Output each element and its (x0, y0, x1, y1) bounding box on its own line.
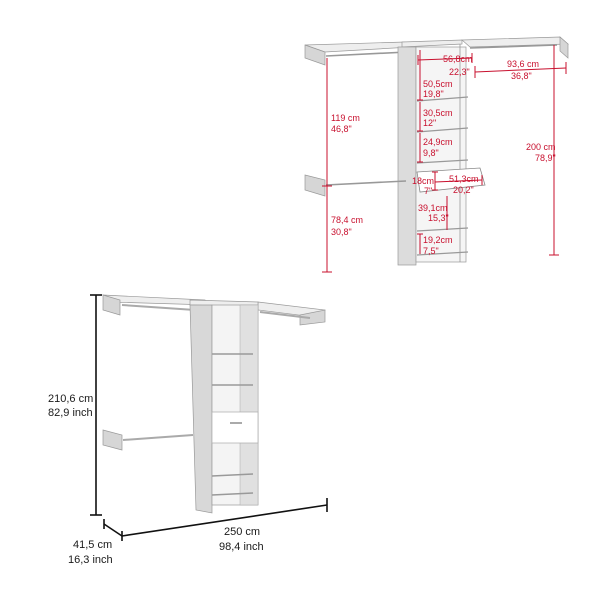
total-height-cm: 200 cm (526, 142, 556, 152)
left-upper-height-in: 46,8" (331, 124, 352, 134)
tower-top (401, 39, 463, 48)
right-rod-width-cm: 93,6 cm (507, 59, 539, 69)
overall-tower-side (189, 304, 213, 514)
shelf-2-gap-in: 12" (423, 118, 436, 128)
overall-width-in: 98,4 inch (219, 541, 264, 553)
overall-lower-bracket (102, 429, 123, 451)
drawer-width-in: 20,2" (453, 185, 474, 195)
left-lower-rod (325, 180, 407, 186)
right-top-rod (469, 44, 558, 49)
left-top-shelf-end (304, 44, 326, 66)
shelf-3-gap-cm: 24,9cm (423, 137, 453, 147)
drawer-width-cm: 51,3cm (449, 174, 479, 184)
shelf-2-gap-cm: 30,5cm (423, 108, 453, 118)
overall-lower-rod (122, 434, 194, 441)
black-dimension-lines (90, 294, 328, 541)
red-dimension-lines (322, 45, 567, 273)
overall-drawer (211, 411, 259, 444)
shelf-4-gap-in: 15,3" (428, 213, 449, 223)
overall-depth-in: 16,3 inch (68, 554, 113, 566)
overall-height-cm: 210,6 cm (48, 393, 93, 405)
left-top-rod (325, 51, 408, 57)
top-depth-in: 22,3" (449, 67, 470, 77)
overall-view: 210,6 cm 82,9 inch 250 cm 98,4 inch 41,5… (48, 294, 328, 566)
overall-left-top-rod (121, 304, 196, 311)
shelf-3-gap-in: 9,8" (423, 148, 439, 158)
shelf-1-gap-cm: 50,5cm (423, 79, 453, 89)
tower-left-side (397, 46, 417, 266)
overall-height-in: 82,9 inch (48, 407, 93, 419)
overall-right-top-rod (259, 311, 311, 319)
overall-width-cm: 250 cm (224, 526, 260, 538)
tower-interior (415, 46, 467, 263)
shelf-4-gap-cm: 39,1cm (418, 203, 448, 213)
detail-view: 56,8cm 22,3" 93,6 cm 36,8" 119 cm 46,8" … (304, 36, 569, 273)
left-lower-bracket (304, 174, 326, 197)
left-upper-height-cm: 119 cm (331, 113, 360, 123)
top-depth-cm: 56,8cm (443, 54, 473, 64)
shelf-5-gap-cm: 19,2cm (423, 235, 453, 245)
total-height-in: 78,9" (535, 153, 556, 163)
shelf-1-gap-in: 19,8" (423, 89, 444, 99)
right-rod-width-in: 36,8" (511, 71, 532, 81)
drawer-handle-icon (230, 422, 242, 424)
drawer-height-in: 7" (424, 186, 432, 196)
overall-depth-cm: 41,5 cm (73, 539, 112, 551)
shelf-5-gap-in: 7,5" (423, 246, 439, 256)
left-lower-height-in: 30,8" (331, 227, 352, 237)
right-top-shelf-end (559, 36, 569, 59)
open-drawer (416, 167, 486, 193)
left-lower-height-cm: 78,4 cm (331, 215, 363, 225)
drawer-height-cm: 18cm (412, 176, 434, 186)
overall-left-top-end (102, 294, 121, 316)
